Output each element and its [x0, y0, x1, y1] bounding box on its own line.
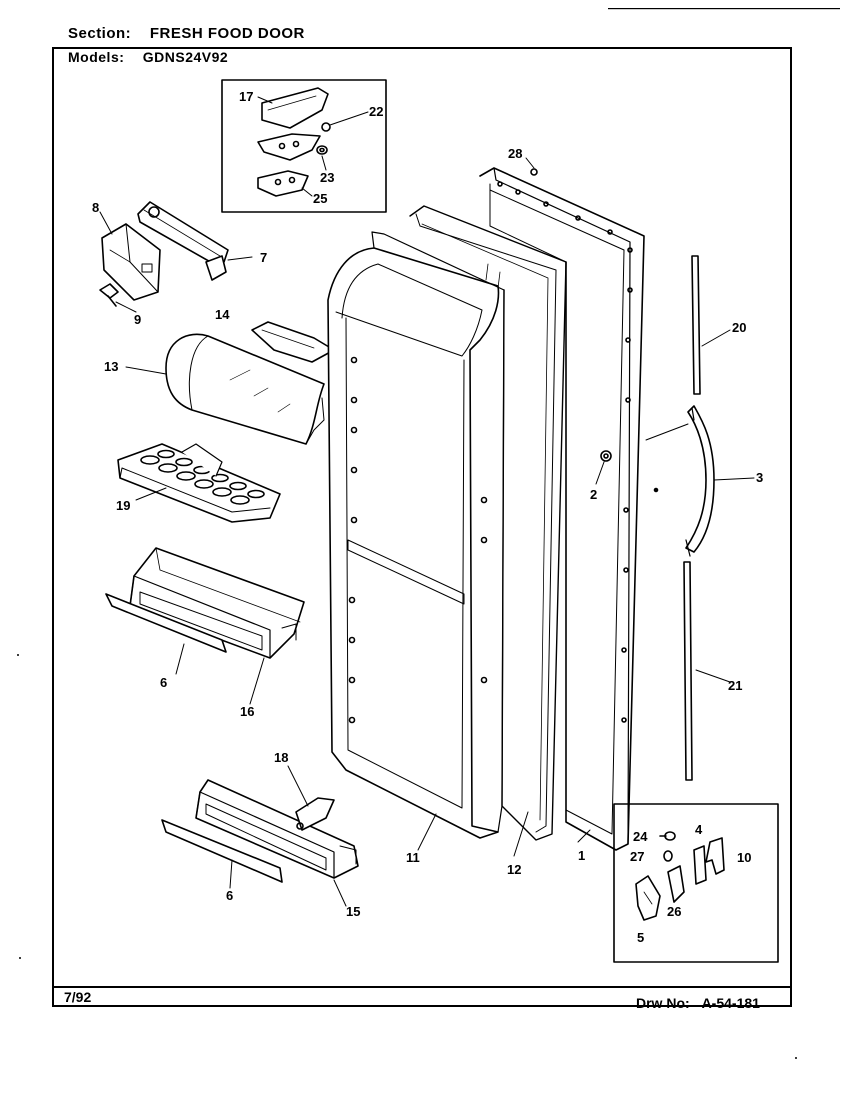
part-12-door-gasket: [409, 205, 567, 841]
part-4-bracket: [693, 845, 707, 885]
part-26-cam: [667, 865, 685, 903]
callout-6a: 6: [160, 675, 167, 690]
models-label: Models:: [68, 49, 125, 65]
part-15-lower-shelf: [195, 779, 359, 879]
part-8-switch-housing: [101, 223, 161, 301]
part-11-door-liner: [327, 231, 505, 839]
callout-10: 10: [737, 850, 751, 865]
part-3-door-handle: [685, 405, 715, 557]
callout-4: 4: [695, 822, 703, 837]
callout-7: 7: [260, 250, 267, 265]
callout-9: 9: [134, 312, 141, 327]
callout-22: 22: [369, 104, 383, 119]
hardware-inset-box: [613, 803, 779, 963]
callout-1: 1: [578, 848, 585, 863]
part-24-screw: [659, 831, 676, 841]
models-header: Models: GDNS24V92: [68, 49, 228, 65]
footer-date: 7/92: [64, 989, 92, 1005]
callout-19: 19: [116, 498, 130, 513]
stray-mark: [653, 487, 659, 493]
part-20-upper-trim: [691, 255, 701, 395]
drawing-number: A-54-181: [701, 995, 760, 1011]
part-27-washer: [663, 850, 673, 862]
callout-8: 8: [92, 200, 99, 215]
scan-marks: [17, 8, 840, 1059]
callout-21: 21: [728, 678, 742, 693]
part-13-dairy-door: [165, 333, 325, 445]
part-14-cover: [251, 321, 335, 363]
callout-17: 17: [239, 89, 253, 104]
part-5-hinge-bracket: [635, 875, 661, 921]
callout-27: 27: [630, 849, 644, 864]
hinge-inset-box: [221, 79, 387, 213]
section-value: FRESH FOOD DOOR: [149, 25, 305, 42]
callout-3: 3: [756, 470, 763, 485]
part-21-lower-trim: [683, 561, 693, 781]
part-7-light-switch: [137, 201, 229, 281]
callout-28: 28: [508, 146, 522, 161]
diagram-frame: [52, 47, 792, 1007]
footer-divider: [52, 986, 792, 988]
callout-25: 25: [313, 191, 327, 206]
callout-11: 11: [406, 850, 420, 865]
part-22-hinge-plate: [257, 122, 331, 161]
part-17-hinge-cover: [261, 87, 329, 129]
part-2-plug: [600, 450, 612, 462]
callout-14: 14: [215, 307, 230, 322]
callout-12: 12: [507, 862, 521, 877]
callout-13: 13: [104, 359, 118, 374]
callout-20: 20: [732, 320, 746, 335]
part-28-screw: [530, 168, 538, 176]
callout-18: 18: [274, 750, 288, 765]
part-19-egg-tray: [117, 443, 281, 523]
callout-26: 26: [667, 904, 681, 919]
callout-23: 23: [320, 170, 334, 185]
part-23-washer: [316, 145, 328, 155]
callout-6b: 6: [226, 888, 233, 903]
part-10-clip: [705, 837, 725, 875]
footer-drawing: Drw No: A-54-181: [636, 995, 760, 1011]
callout-15: 15: [346, 904, 360, 919]
models-value: GDNS24V92: [142, 49, 229, 65]
part-6-trim-strip-upper: [105, 593, 227, 653]
part-9-screw: [99, 283, 119, 307]
part-1-outer-door: [479, 167, 645, 851]
section-label: Section:: [68, 25, 132, 42]
callout-labels: 17 22 23 25 28 8 7 9 14 13 19 6 16 18 6 …: [92, 89, 763, 945]
callout-2: 2: [590, 487, 597, 502]
part-6-trim-strip-lower: [161, 819, 283, 883]
leader-lines: [99, 96, 755, 907]
drawing-label: Drw No:: [636, 995, 690, 1011]
section-header: Section: FRESH FOOD DOOR: [68, 25, 305, 42]
callout-24: 24: [633, 829, 648, 844]
callout-5: 5: [637, 930, 644, 945]
part-18-bracket: [295, 797, 335, 831]
part-16-door-shelf: [129, 547, 305, 659]
callout-16: 16: [240, 704, 254, 719]
part-25-hinge-shim: [257, 170, 309, 197]
